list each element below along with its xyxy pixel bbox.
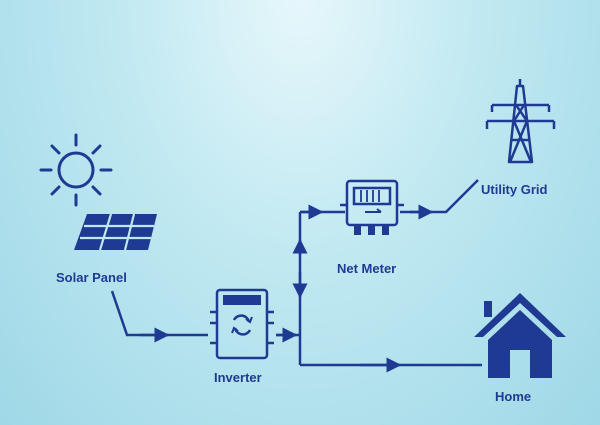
inverter-icon xyxy=(210,288,274,360)
sun-icon xyxy=(39,133,113,207)
solar-panel-label: Solar Panel xyxy=(56,270,127,285)
meter-to-grid-line xyxy=(400,179,479,214)
transmission-tower-icon xyxy=(485,79,556,164)
inverter-label: Inverter xyxy=(214,370,262,385)
utility-grid-label: Utility Grid xyxy=(481,182,548,197)
solar-to-inverter-line xyxy=(110,290,208,337)
net-meter-label: Net Meter xyxy=(337,261,397,276)
house-icon xyxy=(474,293,566,378)
net-meter-icon xyxy=(340,179,404,235)
home-label: Home xyxy=(495,389,532,404)
connection-lines xyxy=(110,179,482,373)
solar-panel-icon xyxy=(74,213,157,251)
